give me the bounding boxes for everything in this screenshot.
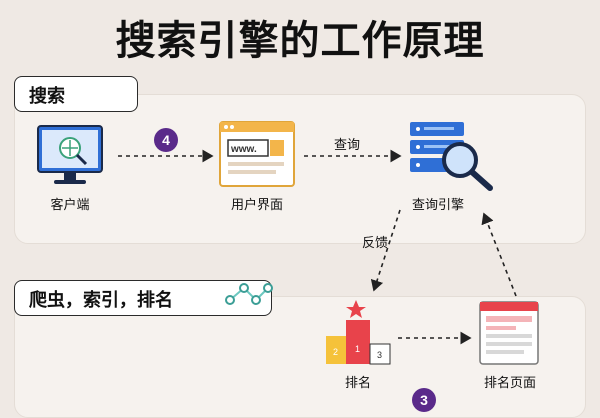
arrow-engine-to-ranking [370,209,401,292]
step-badge-3: 3 [412,388,436,412]
section-label-search: 搜索 [14,76,138,112]
node-label-ranking: 排名 [344,375,371,390]
browser-screen-text: www. [230,144,257,155]
node-label-ranking-page: 排名页面 [483,375,536,390]
node-label-ui: 用户界面 [230,197,283,212]
monitor-icon [37,125,103,184]
podium-place-3: 3 [377,350,382,360]
edge-label-query: 查询 [334,137,361,152]
step-badge-4: 4 [154,128,178,152]
node-label-client: 客户端 [50,197,90,212]
podium-place-1: 1 [355,344,360,354]
server-search-icon [410,122,493,191]
arrow-page-to-engine [481,212,517,297]
web-page-icon [479,301,539,365]
node-label-query-engine: 查询引擎 [411,197,464,212]
podium-icon: 2 1 3 [326,300,391,365]
browser-window-icon: www. [219,121,295,187]
edge-label-feedback: 反馈 [362,235,389,250]
diagram-canvas: www. 2 1 3 [37,121,539,365]
podium-place-2: 2 [333,347,338,357]
page-title: 搜索引擎的工作原理 [115,19,485,63]
network-icon [225,283,273,305]
